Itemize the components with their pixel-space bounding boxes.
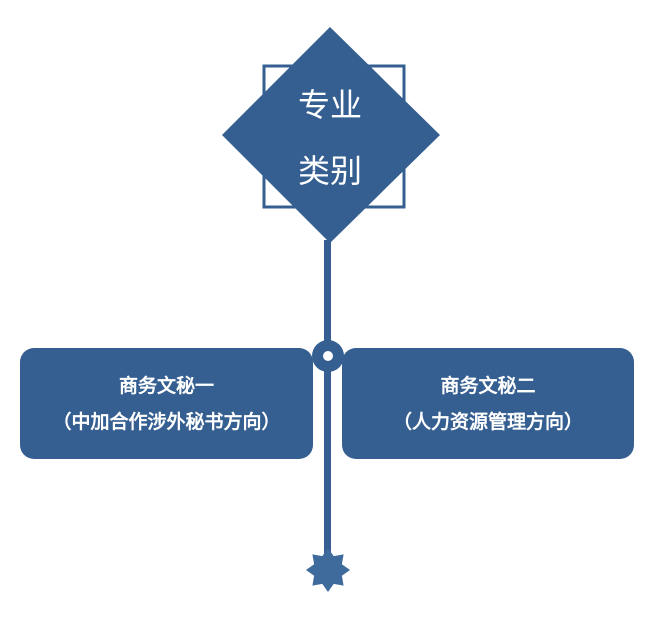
branch-2-subtitle: （人力资源管理方向） xyxy=(392,410,583,433)
center-title-line1: 专业 xyxy=(297,86,362,124)
junction-dot xyxy=(323,351,333,361)
center-diamond xyxy=(222,27,440,243)
branch-1-title: 商务文秘一 xyxy=(118,374,214,397)
connector-line xyxy=(324,240,331,565)
branch-box-2: 商务文秘二 （人力资源管理方向） xyxy=(342,348,634,459)
branch-2-title: 商务文秘二 xyxy=(440,374,536,397)
branch-1-subtitle: （中加合作涉外秘书方向） xyxy=(52,410,281,433)
end-star-icon xyxy=(306,548,350,592)
branch-box-1: 商务文秘一 （中加合作涉外秘书方向） xyxy=(20,348,313,459)
center-title-line2: 类别 xyxy=(297,152,362,190)
center-title: 专业 类别 xyxy=(270,72,390,204)
